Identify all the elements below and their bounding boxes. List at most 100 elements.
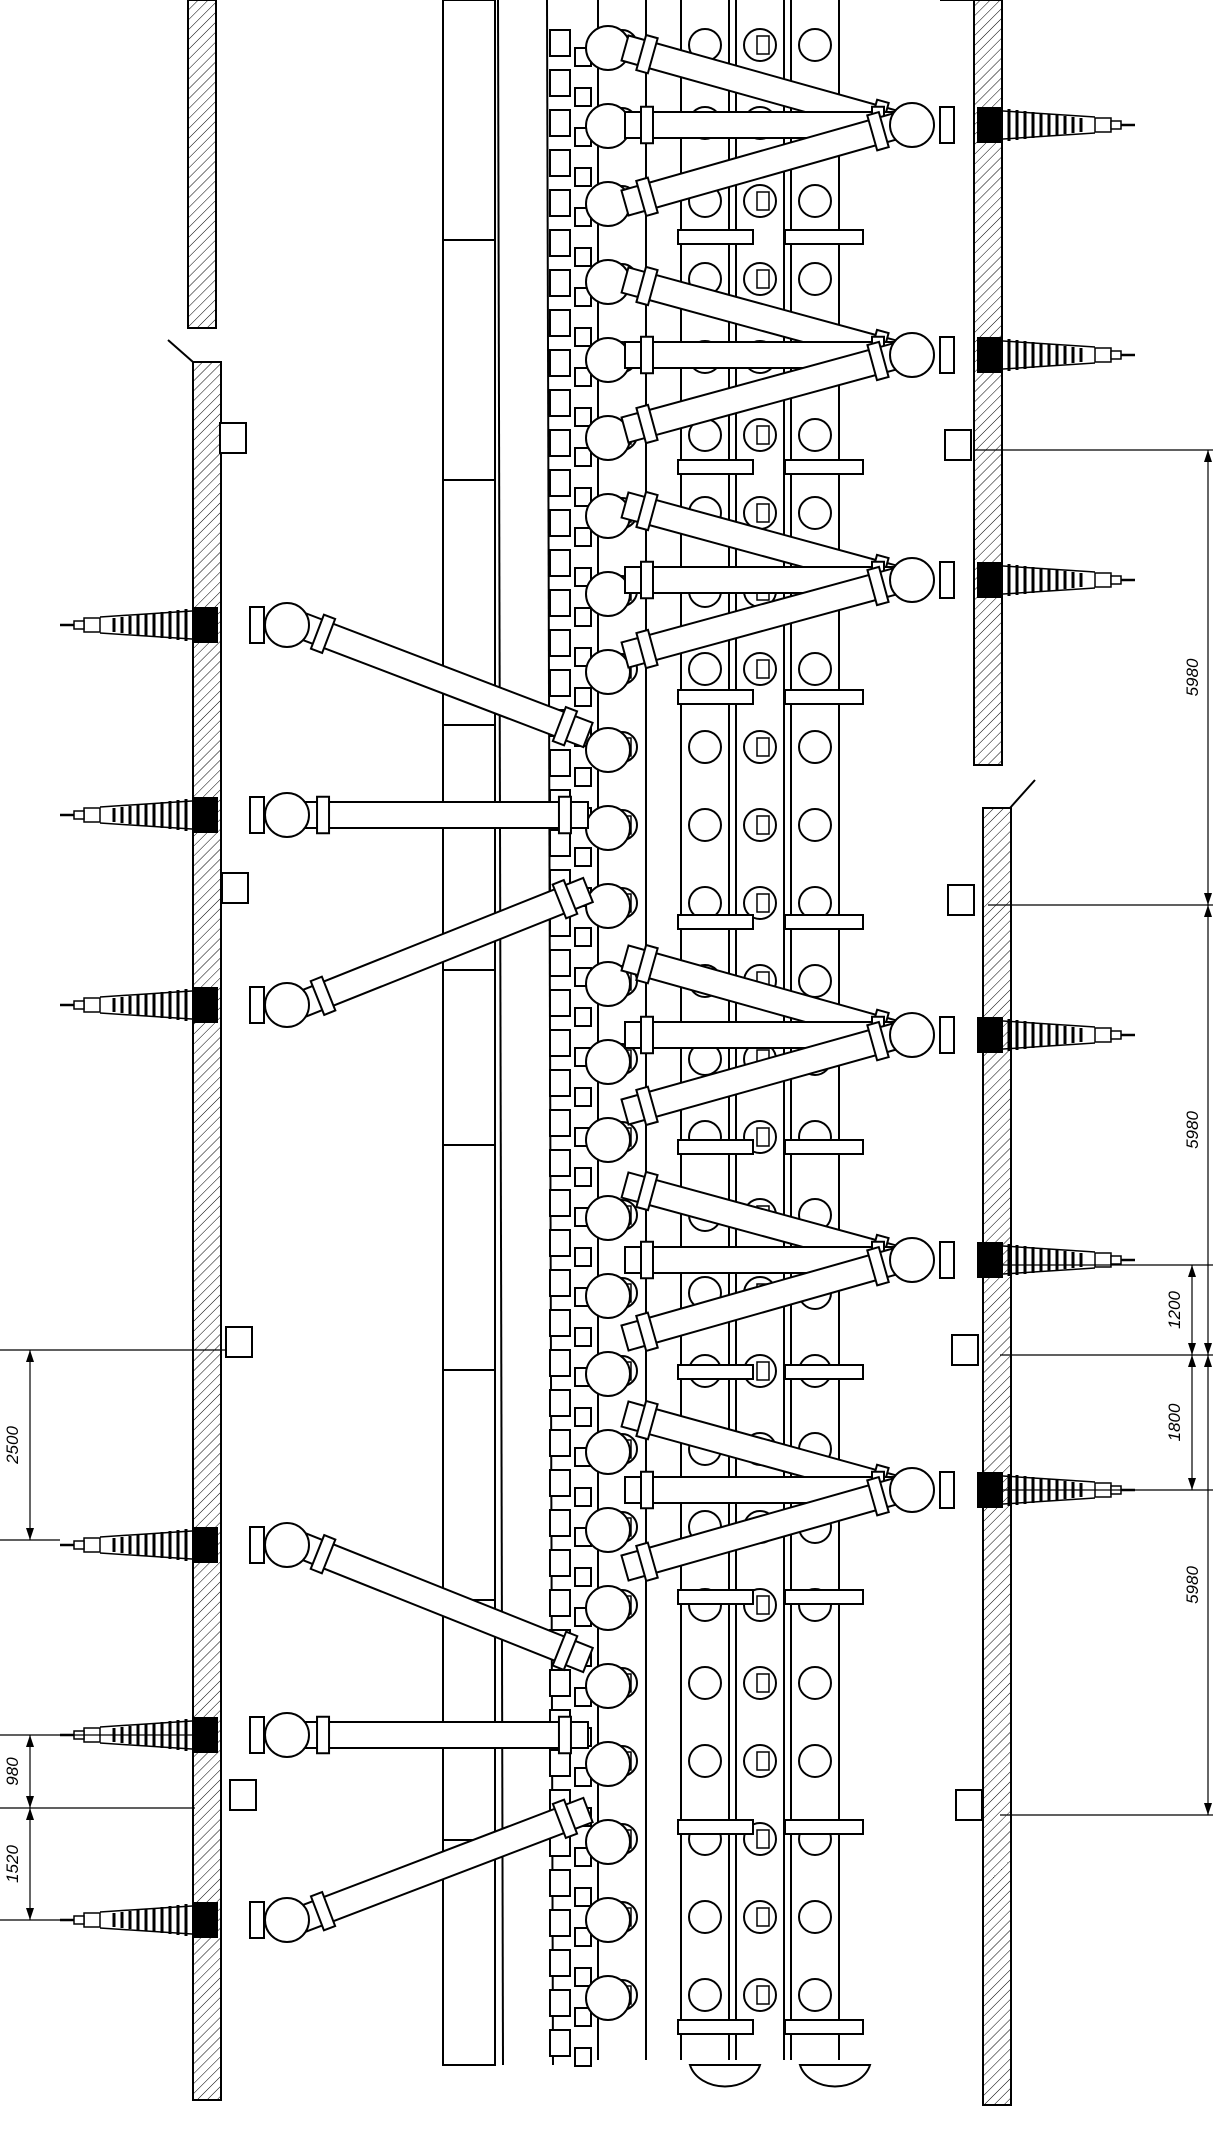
dimension-label-1520: 1520	[3, 1845, 22, 1883]
ball-joint	[585, 1585, 631, 1631]
ball-joint	[585, 337, 631, 383]
terminal-block	[549, 549, 571, 577]
terminal-block	[549, 429, 571, 457]
flange-plate	[939, 1471, 955, 1509]
ball-joint	[585, 727, 631, 773]
pipe-flange	[316, 795, 331, 835]
ball-joint	[585, 1507, 631, 1553]
flange-plate	[249, 1901, 265, 1939]
pipe-flange	[635, 490, 659, 532]
terminal-block	[574, 1087, 592, 1107]
cylinder-flange	[784, 1364, 864, 1380]
cylinder-end-cap	[798, 2064, 872, 2088]
pipe-flange	[635, 1399, 659, 1441]
busbar-line	[497, 0, 504, 2066]
pipe-flange	[640, 560, 654, 600]
flange-plate	[939, 1241, 955, 1279]
cylinder-port	[688, 1744, 722, 1778]
dimension-label-5980: 5980	[1183, 1111, 1202, 1149]
cylinder-port	[688, 1666, 722, 1700]
cylinder-flange	[784, 2019, 864, 2035]
pipe-flange	[557, 795, 572, 835]
cylinder-port	[688, 1900, 722, 1934]
terminal-block	[549, 269, 571, 297]
pipe-flange	[551, 705, 579, 747]
terminal-block	[574, 1007, 592, 1027]
terminal-block	[549, 229, 571, 257]
terminal-block	[574, 1567, 592, 1587]
cylinder-flange	[784, 1819, 864, 1835]
port-window	[756, 1361, 770, 1381]
terminal-block	[549, 589, 571, 617]
cylinder-end-cap	[688, 2064, 762, 2088]
pipe-flange	[551, 1798, 579, 1840]
wall-bracket	[944, 429, 972, 461]
ball-joint	[585, 883, 631, 929]
pipe-flange	[866, 565, 890, 607]
cylinder-port	[798, 496, 832, 530]
pipe-flange	[635, 403, 659, 445]
ball-joint	[585, 259, 631, 305]
terminal-block	[574, 1327, 592, 1347]
pipe-flange	[635, 1170, 659, 1212]
pipe-flange	[640, 1015, 654, 1055]
port-window	[756, 425, 770, 445]
terminal-block	[549, 69, 571, 97]
pipe-flange	[635, 33, 659, 75]
terminal-block	[549, 2029, 571, 2057]
cylinder-flange	[677, 1589, 754, 1605]
terminal-block	[549, 1989, 571, 2017]
pipe-flange	[557, 1715, 572, 1755]
terminal-block	[574, 167, 592, 187]
terminal-block	[549, 109, 571, 137]
connection-pipe	[299, 801, 589, 829]
pipe-flange	[640, 105, 654, 145]
ball-joint	[264, 1712, 310, 1758]
cylinder-port	[798, 28, 832, 62]
terminal-block	[574, 1887, 592, 1907]
cylinder-port	[688, 1978, 722, 2012]
dimension-label-5980: 5980	[1183, 658, 1202, 696]
port-window	[756, 1985, 770, 2005]
dimension-arrow	[1204, 893, 1212, 905]
terminal-block	[574, 1247, 592, 1267]
terminal-block	[549, 349, 571, 377]
dimension-arrow	[26, 1808, 34, 1820]
bushing-insulator-icon	[975, 1240, 1137, 1280]
terminal-block	[549, 669, 571, 697]
port-window	[756, 1673, 770, 1693]
bushing-insulator-icon	[975, 560, 1137, 600]
dimension-arrow	[1204, 450, 1212, 462]
wall-bracket	[225, 1326, 253, 1358]
flange-plate	[249, 796, 265, 834]
wall-left-lower	[192, 361, 222, 2101]
terminal-block	[574, 687, 592, 707]
pipe-flange	[635, 628, 659, 670]
ball-joint	[585, 961, 631, 1007]
cylinder-port	[798, 652, 832, 686]
pipe-flange	[866, 340, 890, 382]
cylinder-flange	[784, 459, 864, 475]
port-window	[756, 893, 770, 913]
terminal-block	[574, 767, 592, 787]
dimension-arrow	[1204, 905, 1212, 917]
dimension-label-2500: 2500	[3, 1426, 22, 1465]
dimension-label-980: 980	[3, 1757, 22, 1786]
ball-joint	[585, 181, 631, 227]
flange-plate	[249, 606, 265, 644]
cylinder-port	[798, 184, 832, 218]
cylinder-flange	[677, 459, 754, 475]
pipe-flange	[640, 1470, 654, 1510]
terminal-block	[549, 1949, 571, 1977]
terminal-block	[574, 607, 592, 627]
cylinder-flange	[784, 914, 864, 930]
port-window	[756, 1127, 770, 1147]
port-window	[756, 1595, 770, 1615]
terminal-block	[549, 1229, 571, 1257]
flange-plate	[249, 1526, 265, 1564]
terminal-block	[574, 327, 592, 347]
terminal-block	[549, 1029, 571, 1057]
bushing-insulator-icon	[58, 795, 220, 835]
pipe-flange	[635, 943, 659, 985]
